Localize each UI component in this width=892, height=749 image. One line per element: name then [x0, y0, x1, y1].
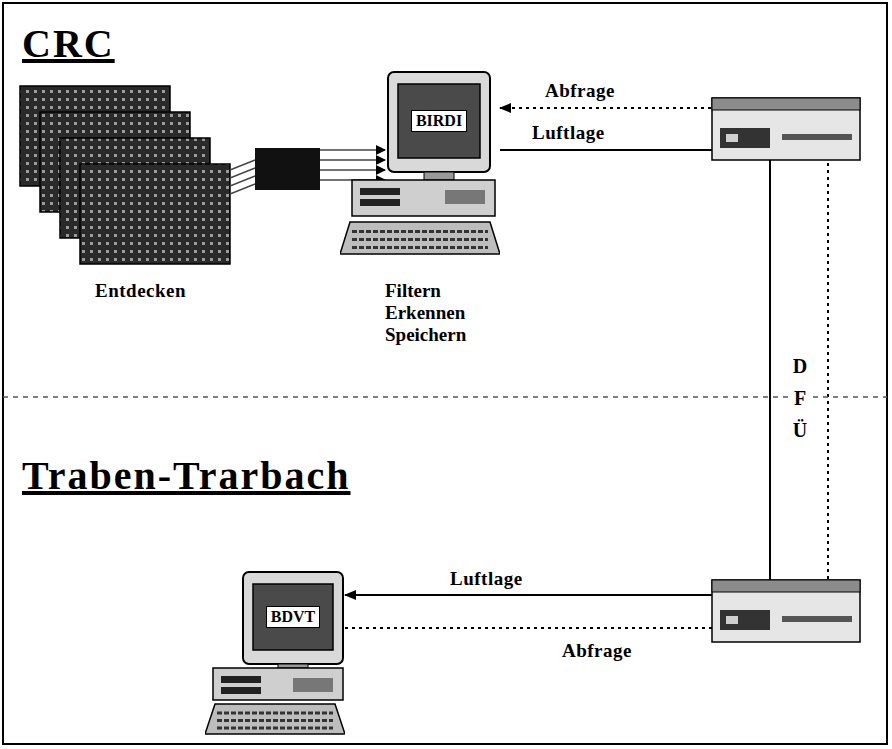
region-heading: Traben-Trarbach	[22, 452, 351, 499]
divider-line	[3, 396, 887, 398]
edge-label: Luftlage	[530, 122, 607, 144]
modem	[712, 98, 860, 160]
signal-label: Luftlage	[450, 568, 523, 590]
region-heading: CRC	[22, 20, 115, 67]
interface-box	[255, 148, 320, 190]
data-link	[345, 150, 770, 595]
link-label: D F Ü	[790, 350, 810, 446]
radar-screens	[20, 86, 230, 264]
function-list: Filtern Erkennen Speichern	[385, 280, 497, 346]
signal-label: Abfrage	[545, 80, 615, 102]
computer-icon	[205, 570, 345, 738]
data-link	[345, 108, 828, 628]
edge-label: Abfrage	[560, 640, 634, 662]
modem	[712, 580, 860, 642]
computer-station: BDVT	[205, 570, 345, 738]
computer-icon	[340, 68, 500, 268]
frame	[3, 3, 887, 744]
computer-station: BIRDI Filtern Erkennen Speichern	[340, 68, 500, 350]
caption-label: Entdecken	[95, 280, 186, 302]
screen-label: BIRDI	[411, 110, 467, 132]
screen-label: BDVT	[266, 606, 320, 628]
